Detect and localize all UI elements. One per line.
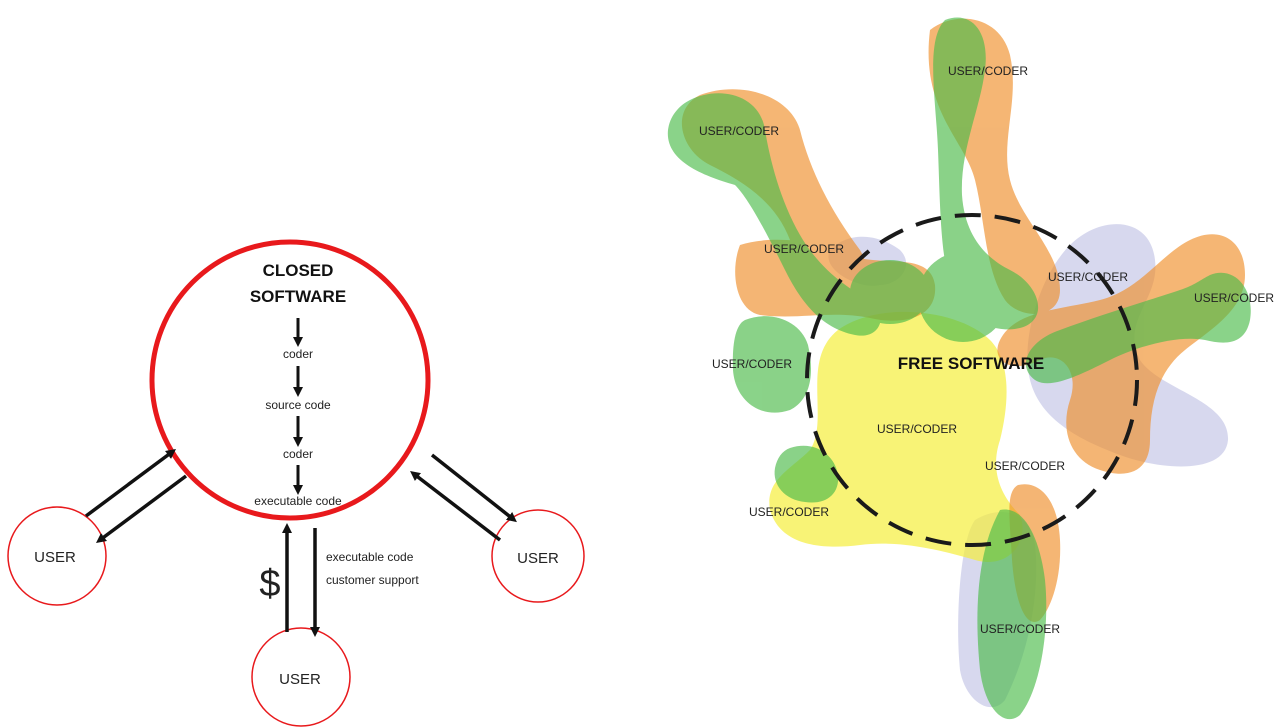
free-software-circle xyxy=(805,213,1139,547)
user-coder-label-1: USER/CODER xyxy=(948,64,1028,78)
green-blob-center xyxy=(918,252,1008,342)
deliverable-executable-code: executable code xyxy=(326,550,414,564)
arrow-left-user-to-software xyxy=(84,449,177,518)
user-coder-label-6: USER/CODER xyxy=(712,357,792,371)
user-coder-label-2: USER/CODER xyxy=(699,124,779,138)
flow-step-coder-1: coder xyxy=(283,347,313,361)
payment-symbol: $ xyxy=(259,563,280,605)
flow-step-source-code: source code xyxy=(265,398,331,412)
yellow-blob xyxy=(769,311,1023,562)
green-blob-bottom-left xyxy=(774,445,839,503)
green-blob-center-left xyxy=(850,260,930,324)
user-coder-label-10: USER/CODER xyxy=(980,622,1060,636)
user-label-right: USER xyxy=(517,550,559,567)
user-circle-bottom xyxy=(251,627,351,727)
arrow-right-user-to-software xyxy=(410,470,502,542)
user-coder-label-8: USER/CODER xyxy=(985,459,1065,473)
user-coder-label-4: USER/CODER xyxy=(1048,270,1128,284)
user-circle-left xyxy=(7,506,107,606)
free-software-diagram: FREE SOFTWARE USER/CODER USER/CODER USER… xyxy=(667,17,1274,720)
user-label-left: USER xyxy=(34,549,76,566)
green-blob-top xyxy=(933,17,1039,330)
user-circle-right xyxy=(491,509,585,603)
green-blobs xyxy=(667,17,1251,720)
user-coder-label-7: USER/CODER xyxy=(877,422,957,436)
arrow-software-to-left-user xyxy=(95,474,188,543)
exchange-arrows xyxy=(84,449,517,637)
closed-software-title-line1: CLOSED xyxy=(263,261,334,280)
flow-step-coder-2: coder xyxy=(283,447,313,461)
closed-software-title-line2: SOFTWARE xyxy=(250,287,346,306)
flow-step-executable-code: executable code xyxy=(254,494,342,508)
closed-software-diagram: CLOSED SOFTWARE coder source code coder … xyxy=(7,239,585,727)
user-coder-label-3: USER/CODER xyxy=(764,242,844,256)
green-blob-top-left xyxy=(667,93,881,336)
green-blob-right xyxy=(1025,272,1251,384)
green-blob-bottom xyxy=(977,509,1047,720)
arrow-software-to-right-user xyxy=(430,453,517,523)
user-coder-label-5: USER/CODER xyxy=(1194,291,1274,305)
user-coder-label-9: USER/CODER xyxy=(749,505,829,519)
user-label-bottom: USER xyxy=(279,671,321,688)
closed-software-circle xyxy=(149,239,431,521)
free-software-title: FREE SOFTWARE xyxy=(898,354,1044,373)
deliverable-customer-support: customer support xyxy=(326,573,419,587)
green-blob-left xyxy=(732,316,811,413)
